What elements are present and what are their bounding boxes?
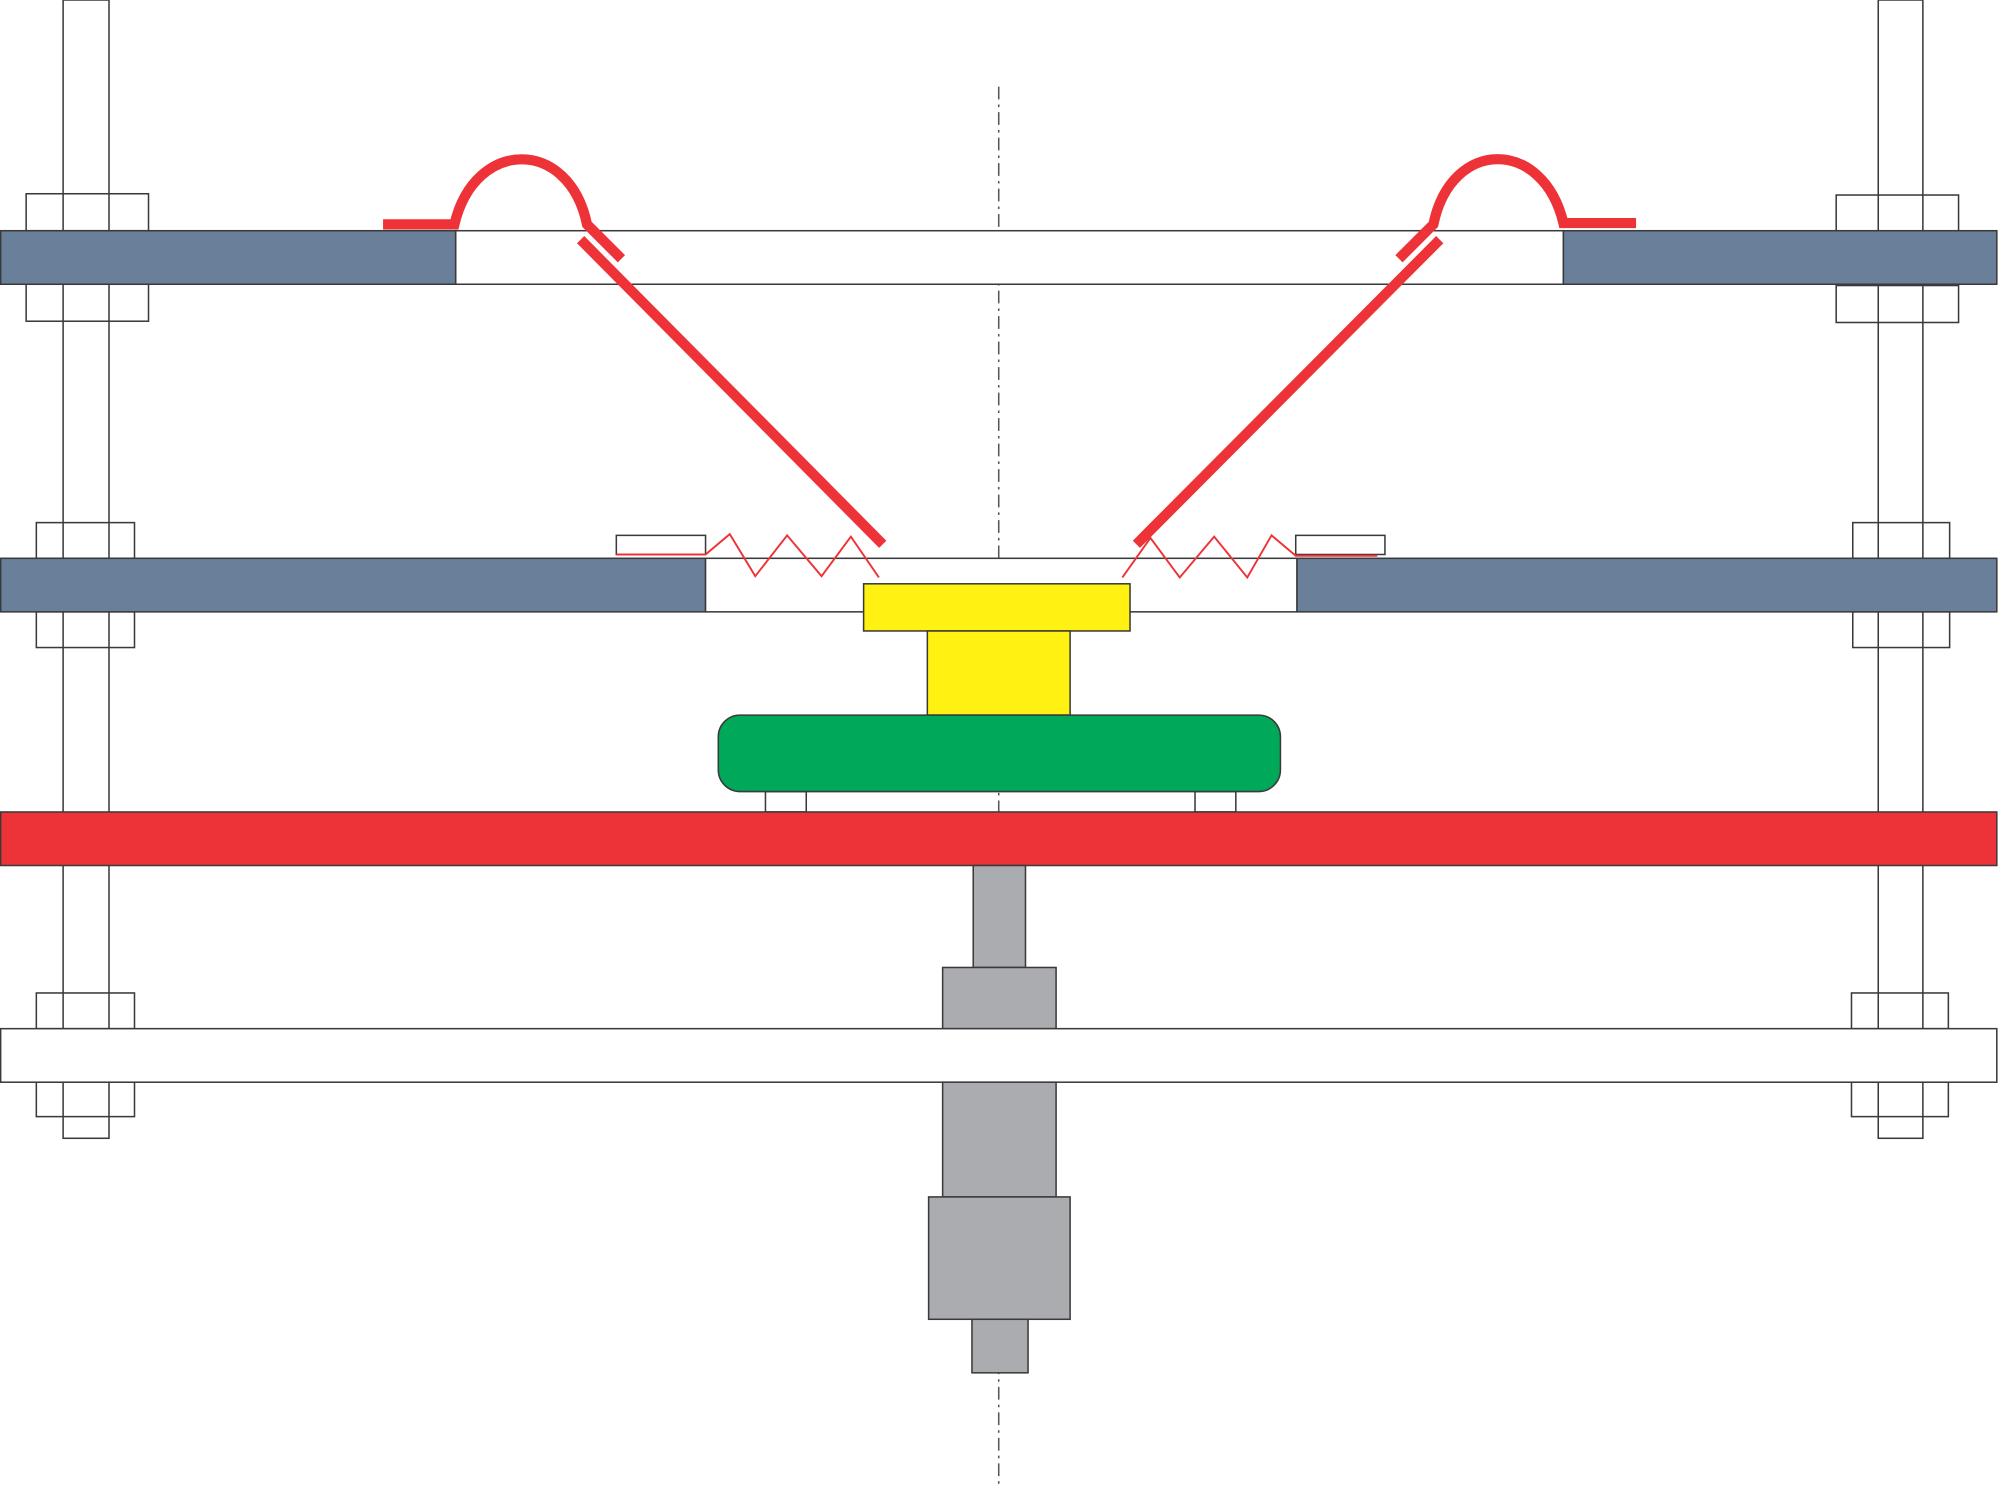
middle-plate-left (0, 557, 707, 613)
left-spring-arm (577, 236, 887, 548)
shaft-upper (972, 864, 1027, 969)
right-spring-wire (1395, 154, 1637, 263)
yellow-head (862, 583, 1131, 632)
yellow-stem (926, 630, 1071, 716)
shaft-collar (941, 966, 1057, 1030)
left-foot (764, 790, 808, 813)
bottom-plate (0, 1027, 1998, 1083)
right-spring-clamp (1294, 534, 1386, 556)
right-foot (1194, 790, 1237, 813)
top-plate-opening (454, 229, 1565, 286)
shaft-block (927, 1196, 1071, 1321)
top-plate-right (1562, 229, 1998, 286)
nut (1835, 284, 1960, 324)
red-bar (0, 811, 1998, 867)
right-coil-spring (1121, 533, 1378, 580)
shaft-tip (971, 1318, 1029, 1374)
left-spring-wire (383, 154, 626, 263)
left-spring-clamp (615, 534, 707, 556)
middle-plate-right (1296, 557, 1998, 613)
right-spring-arm (1132, 236, 1444, 548)
shaft-middle (941, 1081, 1057, 1198)
green-pad (717, 714, 1282, 793)
top-plate-left (0, 229, 457, 286)
left-coil-spring (616, 532, 880, 578)
